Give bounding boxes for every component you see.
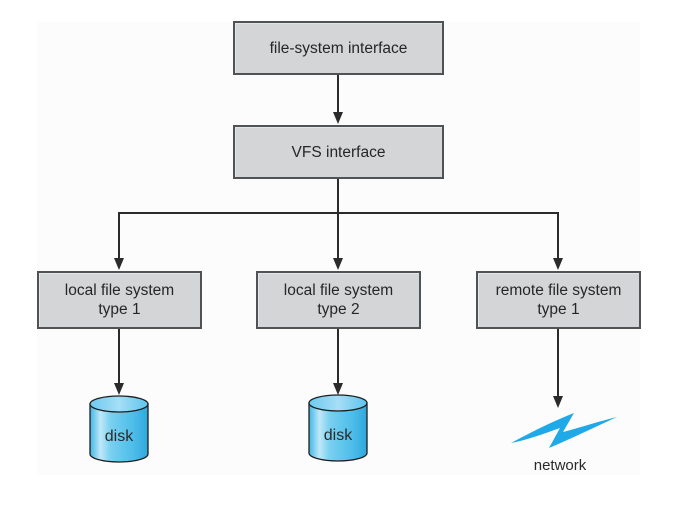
edge-fs-to-vfs (333, 74, 343, 124)
edge-local-1-to-disk (114, 328, 124, 395)
edge-remote-1-to-network (553, 328, 563, 408)
node-label: VFS interface (291, 143, 386, 161)
arrowhead-icon (333, 112, 343, 124)
edge-local-2-to-disk (333, 328, 343, 395)
network-label: network (533, 457, 587, 474)
arrowhead-icon (114, 258, 124, 270)
arrowhead-icon (333, 258, 343, 270)
arrowhead-icon (114, 383, 124, 395)
disk-icon (308, 394, 368, 462)
vfs-interface-box: VFS interface (233, 125, 444, 179)
file-system-interface-box: file-system interface (233, 21, 444, 75)
edge-vfs-to-remote-1 (553, 258, 563, 270)
lightning-bolt-icon (511, 413, 617, 448)
arrowhead-icon (333, 383, 343, 395)
edge-vfs-to-local-1 (114, 258, 124, 270)
local-file-system-type-2-box: local file system type 2 (256, 271, 421, 329)
edge-vfs-to-local-2 (333, 213, 343, 270)
disk-icon (89, 395, 149, 463)
node-label: remote file system type 1 (495, 282, 622, 318)
remote-file-system-type-1-box: remote file system type 1 (476, 271, 641, 329)
arrowhead-icon (553, 258, 563, 270)
arrowhead-icon (553, 396, 563, 408)
disk-label: disk (323, 427, 353, 444)
local-file-system-type-1-box: local file system type 1 (37, 271, 202, 329)
node-label: local file system type 1 (64, 282, 175, 318)
node-label: local file system type 2 (283, 282, 394, 318)
disk-label: disk (104, 428, 134, 445)
node-label: file-system interface (269, 39, 408, 57)
